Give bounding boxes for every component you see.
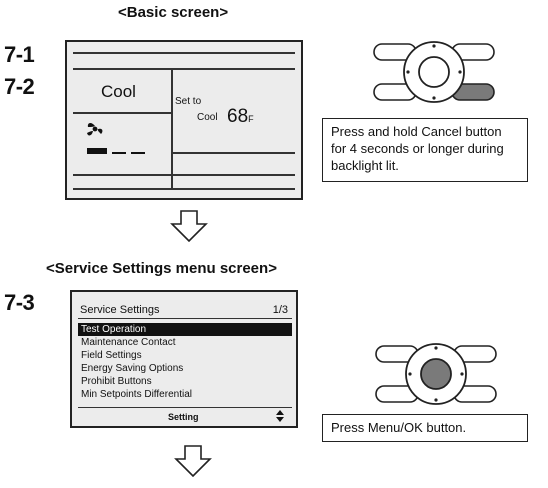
menu-item-field-settings[interactable]: Field Settings <box>81 350 142 361</box>
basic-screen-display: Cool Set to Cool 68F <box>65 40 303 200</box>
up-down-arrow-icon <box>276 410 284 425</box>
setpoint-value: 68 <box>227 106 249 127</box>
fan-speed-bar <box>87 148 107 154</box>
set-to-label: Set to <box>175 96 202 107</box>
footer-setting-label: Setting <box>168 412 199 422</box>
remote-buttons-icon <box>374 340 498 415</box>
fan-speed-step-3 <box>131 152 145 154</box>
menu-footer-divider <box>78 407 292 408</box>
menu-item-min-setpoints-differential[interactable]: Min Setpoints Differential <box>81 389 192 400</box>
setpoint-unit: F <box>248 114 254 124</box>
service-settings-screen: Service Settings 1/3 Test Operation Main… <box>70 290 298 428</box>
setpoint-temperature: 68F <box>227 106 254 128</box>
menu-item-prohibit-buttons[interactable]: Prohibit Buttons <box>81 376 152 387</box>
lcd-divider-top-1 <box>73 52 295 54</box>
down-arrow-icon <box>170 210 208 247</box>
menu-item-maintenance-contact[interactable]: Maintenance Contact <box>81 337 176 348</box>
basic-screen-heading: <Basic screen> <box>118 4 229 21</box>
lcd-divider-bottom <box>73 174 295 176</box>
menu-ok-instruction-note: Press Menu/OK button. <box>322 414 528 442</box>
menu-item-test-operation[interactable]: Test Operation <box>78 323 292 336</box>
set-mode-label: Cool <box>197 112 218 123</box>
menu-title-divider <box>78 318 292 319</box>
down-arrow-icon <box>174 445 212 482</box>
fan-icon <box>85 120 105 143</box>
menu-item-energy-saving-options[interactable]: Energy Saving Options <box>81 363 184 374</box>
fan-speed-step-2 <box>112 152 126 154</box>
step-label-7-3: 7-3 <box>4 290 35 315</box>
cancel-instruction-note: Press and hold Cancel button for 4 secon… <box>322 118 528 182</box>
lcd-divider-top-2 <box>73 68 295 70</box>
mode-label: Cool <box>101 82 136 101</box>
lcd-divider-bottom-2 <box>73 188 295 190</box>
lcd-divider-mid-left <box>73 112 171 114</box>
step-label-7-2: 7-2 <box>4 74 35 99</box>
step-label-7-1: 7-1 <box>4 42 35 67</box>
menu-list: Test Operation Maintenance Contact Field… <box>78 323 292 401</box>
page-indicator: 1/3 <box>272 304 288 316</box>
lcd-divider-vertical <box>171 70 173 188</box>
service-screen-heading: <Service Settings menu screen> <box>46 260 277 277</box>
remote-buttons-icon <box>372 38 496 113</box>
screen-title: Service Settings <box>80 304 160 316</box>
lcd-divider-mid-right <box>173 152 295 154</box>
